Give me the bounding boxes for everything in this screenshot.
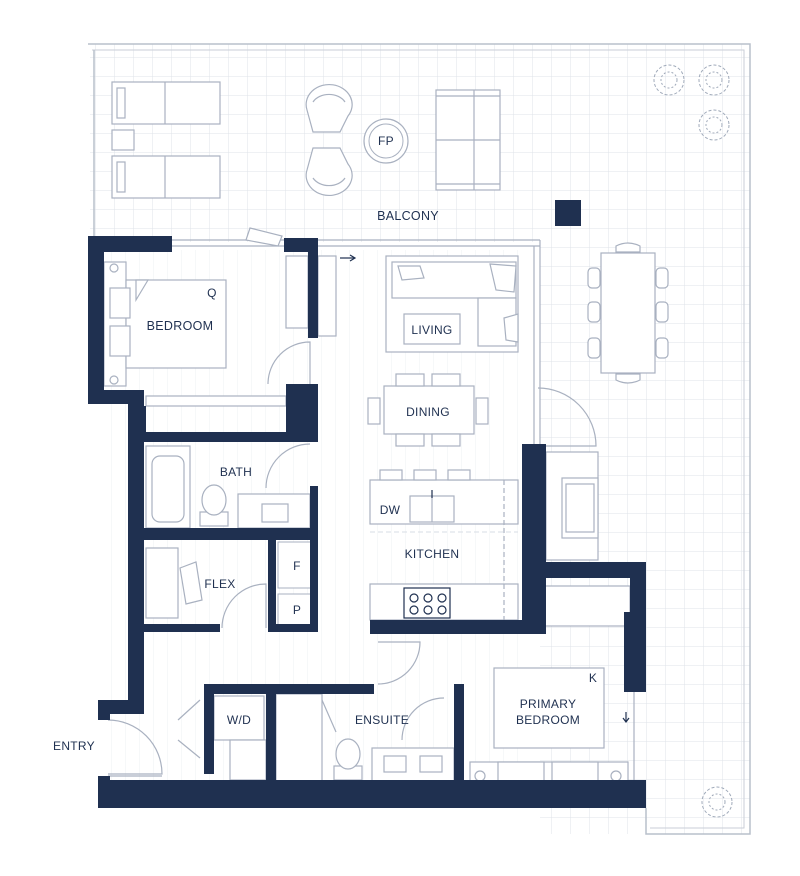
balcony-railing (88, 43, 751, 835)
column (555, 200, 581, 226)
arrow-icon (349, 254, 357, 262)
toilet-icon (199, 484, 229, 527)
lounger (111, 81, 221, 125)
fridge (277, 541, 317, 589)
toilet-icon (333, 738, 363, 781)
walls (88, 236, 646, 808)
bed-size-king: K (589, 671, 597, 685)
laundry (177, 695, 267, 781)
door-swing-icon (265, 443, 311, 489)
tree-icon (698, 64, 730, 96)
room-label-living: LIVING (411, 323, 452, 337)
entry (107, 719, 163, 777)
tree-icon (653, 64, 685, 96)
balcony-railing-inner (92, 49, 745, 829)
room-label-dining: DINING (406, 405, 450, 419)
bedroom (103, 255, 311, 407)
tv-unit (317, 255, 337, 337)
room-label-flex: FLEX (204, 577, 235, 591)
fireplace-icon: FP (363, 118, 409, 164)
room-label-bath: BATH (220, 465, 252, 479)
bathtub-icon (145, 445, 191, 529)
door-swing-icon (401, 697, 445, 741)
door-swing-icon (221, 583, 267, 629)
dishwasher-label: DW (380, 503, 401, 517)
tree-icon (701, 786, 733, 818)
fridge-label: F (293, 559, 301, 573)
room-label-entry: ENTRY (53, 739, 95, 753)
room-label-primary-bedroom-2: BEDROOM (516, 713, 580, 727)
shower (275, 693, 323, 783)
arrow-icon (622, 717, 630, 723)
pantry-label: P (293, 603, 301, 617)
table-icon (367, 373, 597, 447)
room-label-primary-bedroom-1: PRIMARY (520, 697, 577, 711)
sink-icon (371, 747, 455, 783)
flex-furniture (145, 547, 267, 629)
room-label-ensuite: ENSUITE (355, 713, 409, 727)
chair (179, 561, 203, 605)
lounger (111, 155, 221, 199)
balcony: FP (88, 43, 751, 835)
sink-icon (409, 490, 455, 523)
closet (285, 255, 309, 329)
bed-size-queen: Q (207, 286, 217, 300)
stove-icon (403, 587, 451, 619)
balcony-upper-deck (90, 44, 750, 242)
sofa-icon (435, 89, 501, 191)
sink-icon (237, 493, 311, 529)
side-table (111, 129, 135, 151)
pantry (277, 593, 317, 627)
desk (145, 547, 179, 619)
lounge-chair-icon (305, 83, 353, 133)
coffee-table (403, 313, 461, 345)
lounge-chair-icon (305, 147, 353, 197)
door-swing-icon (377, 641, 421, 685)
bath-fixtures (145, 443, 311, 529)
table-icon (587, 242, 669, 384)
room-label-wd: W/D (227, 713, 251, 727)
door-swing-icon (537, 387, 597, 447)
closet-shelf (145, 395, 287, 407)
kitchen-fixtures (369, 469, 519, 621)
room-label-kitchen: KITCHEN (405, 547, 460, 561)
tree-icon (698, 109, 730, 141)
outdoor-sink (545, 451, 599, 561)
door-swing-icon (267, 341, 311, 385)
fireplace-label: FP (378, 134, 394, 148)
room-label-balcony: BALCONY (377, 209, 439, 223)
room-label-bedroom: BEDROOM (147, 319, 214, 333)
windows (172, 227, 541, 444)
closet (529, 585, 631, 627)
